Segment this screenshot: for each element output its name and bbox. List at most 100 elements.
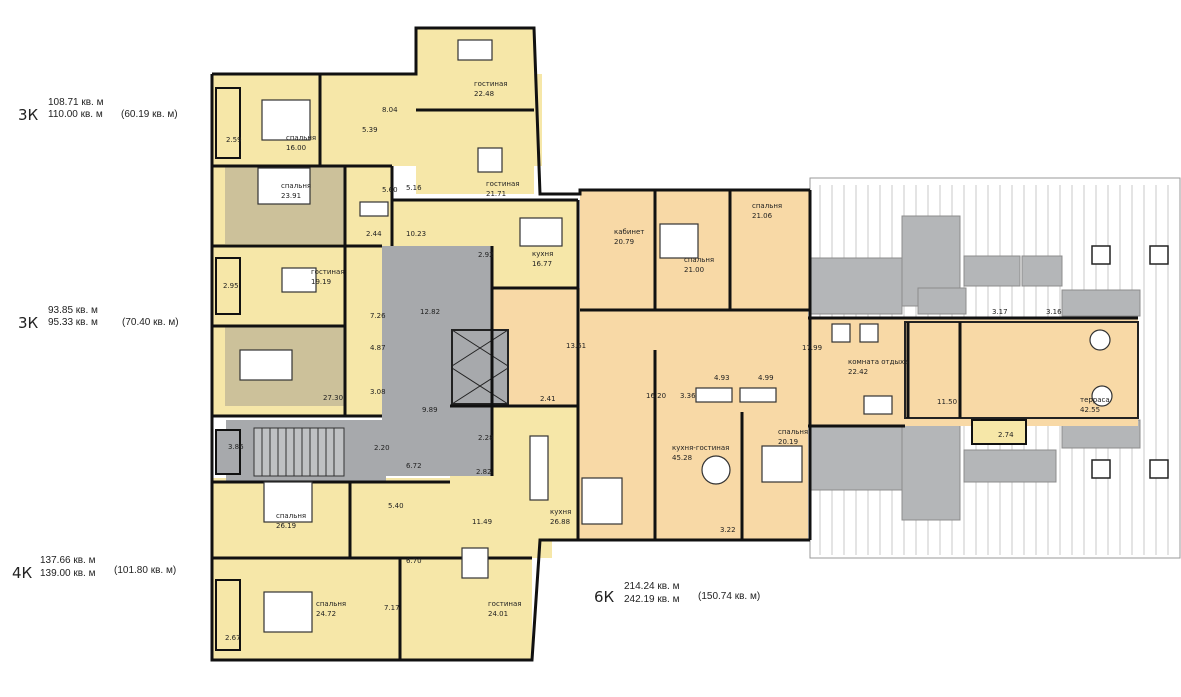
room-label: 8.04 [382,106,398,114]
room-area: 26.19 [276,522,296,530]
room-area: 22.48 [474,90,494,98]
unit-living-area: (101.80 кв. м) [114,565,177,576]
room-area: 2.95 [223,282,239,290]
room-area: 2.67 [225,634,241,642]
room-label: 12.82 [420,308,440,316]
room-label: 2.41 [540,395,556,403]
room-area: 4.93 [714,374,730,382]
room-label: 4.99 [758,374,774,382]
unit-rooms: 6К [594,588,615,606]
room-name: кухня [550,508,571,516]
room-label: 3.36 [680,392,696,400]
room-name: спальня [778,428,808,436]
room-label: гостиная 22.48 [474,80,508,98]
room-name: комната отдыха [848,358,908,366]
room-area: 16.00 [286,144,306,152]
room-area: 4.99 [758,374,774,382]
room-name: кухня-гостиная [672,444,729,452]
room-area: 13.61 [566,342,586,350]
room-name: кухня [532,250,553,258]
unit-total-area: 108.71 кв. м [48,97,104,108]
room-label: спальня 16.00 [286,134,316,152]
room-label: 4.93 [714,374,730,382]
unit-living-area: (60.19 кв. м) [121,109,178,120]
room-label: 13.61 [566,342,586,350]
room-area: 7.17 [384,604,400,612]
central-core [226,246,509,482]
room-area: 3.16 [1046,308,1062,316]
room-area: 6.72 [406,462,422,470]
room-area: 8.04 [382,106,398,114]
room-labels: гостиная 22.48 8.04 спальня 16.00 5.39 2.59 гос… [223,80,1110,642]
room-label: 2.82 [476,468,492,476]
room-area: 24.01 [488,610,508,618]
room-name: гостиная [474,80,508,88]
room-area: 2.20 [374,444,390,452]
room-label: 9.89 [422,406,438,414]
room-area: 16.20 [646,392,666,400]
room-area: 3.08 [370,388,386,396]
room-label: 27.30 [323,394,343,402]
room-area: 7.26 [370,312,386,320]
room-area: 19.19 [311,278,331,286]
unit-living-area: (150.74 кв. м) [698,591,761,602]
room-area: 11.49 [472,518,492,526]
room-name: спальня [281,182,311,190]
room-label: 2.28 [478,434,494,442]
unit-label-6k: 6К 214.24 кв. м 242.19 кв. м (150.74 кв.… [590,578,790,618]
unit-total-area: 214.24 кв. м [624,581,680,592]
unit-label-4k: 4К 137.66 кв. м 139.00 кв. м (101.80 кв.… [2,552,202,592]
room-label: 3.08 [370,388,386,396]
room-area: 5.40 [388,502,404,510]
room-label: 5.60 [382,186,398,194]
room-name: терраса [1080,396,1110,404]
room-label: 2.44 [366,230,382,238]
room-label: гостиная 24.01 [488,600,522,618]
room-name: гостиная [488,600,522,608]
room-area: 3.36 [680,392,696,400]
room-name: спальня [684,256,714,264]
unit-rooms: 3К [18,314,39,332]
unit-total-area-alt: 95.33 кв. м [48,317,98,328]
furniture [239,39,1113,633]
room-label: 2.74 [998,431,1014,439]
room-area: 2.59 [226,136,242,144]
room-area: 45.28 [672,454,692,462]
room-area: 21.71 [486,190,506,198]
room-label: спальня 20.19 [778,428,808,446]
unit-total-area-alt: 139.00 кв. м [40,568,96,579]
room-label: 5.40 [388,502,404,510]
room-label: 10.23 [406,230,426,238]
room-name: спальня [286,134,316,142]
room-label: 6.70 [406,557,422,565]
room-area: 20.19 [778,438,798,446]
room-area: 10.23 [406,230,426,238]
room-area: 2.44 [366,230,382,238]
room-label: 6.72 [406,462,422,470]
room-label: комната отдыха 22.42 [848,358,908,376]
room-area: 11.50 [937,398,957,406]
room-area: 2.82 [476,468,492,476]
room-label: 5.39 [362,126,378,134]
room-area: 22.42 [848,368,868,376]
room-area: 16.77 [532,260,552,268]
room-label: кухня-гостиная 45.28 [672,444,729,462]
room-label: 3.17 [992,308,1008,316]
room-name: спальня [316,600,346,608]
room-label: 4.87 [370,344,386,352]
room-area: 27.30 [323,394,343,402]
room-label: 16.20 [646,392,666,400]
room-area: 20.79 [614,238,634,246]
room-label: 2.95 [223,282,239,290]
room-label: 2.67 [225,634,241,642]
room-label: 3.16 [1046,308,1062,316]
unit-total-area: 93.85 кв. м [48,305,98,316]
